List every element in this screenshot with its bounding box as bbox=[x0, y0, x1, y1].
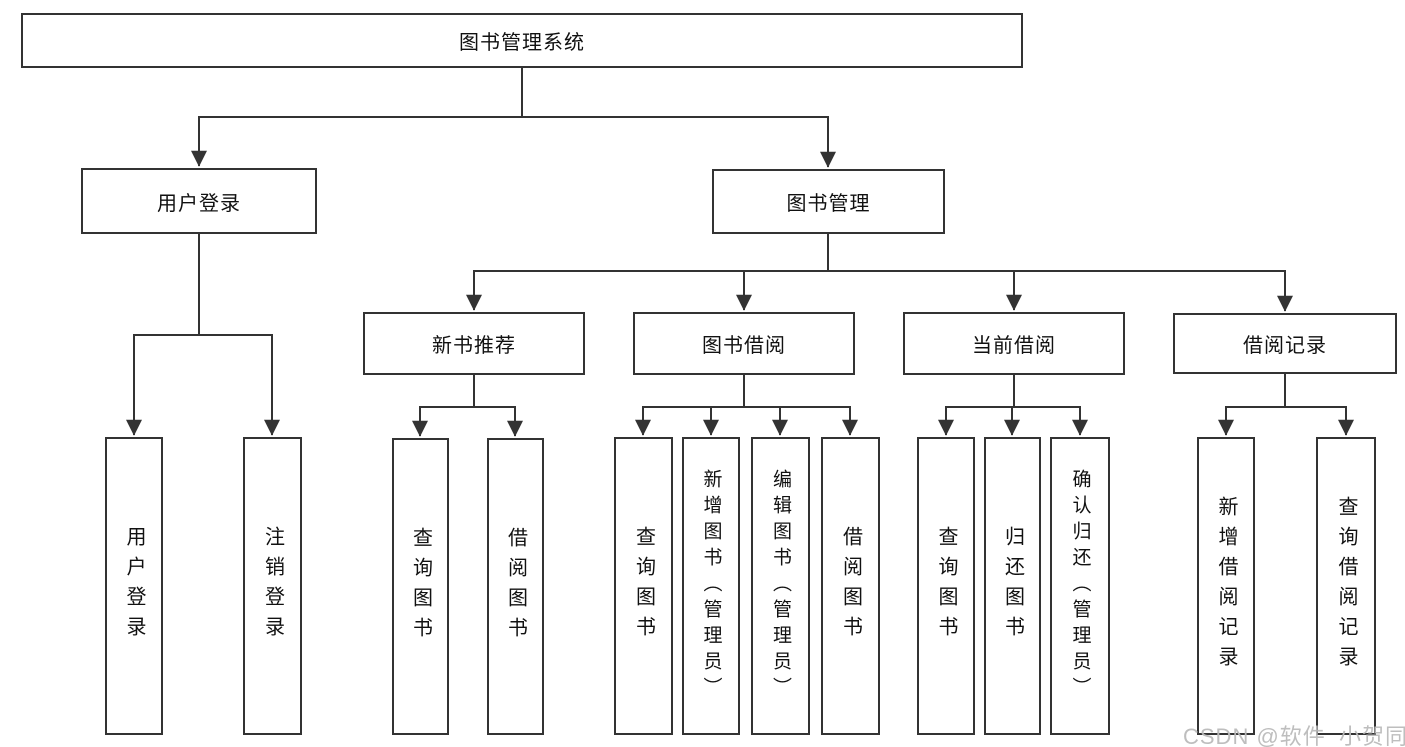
leaf-user-login: 用户登录 bbox=[105, 437, 163, 735]
leaf-bb-borrow-books-label: 借阅图书 bbox=[839, 526, 862, 646]
node-borrow-records-label: 借阅记录 bbox=[1243, 335, 1327, 357]
node-current-borrow: 当前借阅 bbox=[903, 312, 1125, 375]
node-book-borrow-label: 图书借阅 bbox=[702, 335, 786, 357]
leaf-nbr-query-books-label: 查询图书 bbox=[409, 526, 432, 647]
leaf-bb-borrow-books: 借阅图书 bbox=[821, 437, 880, 735]
node-new-book-recommend-label: 新书推荐 bbox=[432, 335, 516, 357]
node-borrow-records: 借阅记录 bbox=[1173, 313, 1397, 374]
node-root-label: 图书管理系统 bbox=[459, 32, 585, 54]
leaf-br-query-borrow-record-label: 查询借阅记录 bbox=[1335, 496, 1357, 676]
leaf-br-query-borrow-record: 查询借阅记录 bbox=[1316, 437, 1376, 735]
leaf-nbr-borrow-books-label: 借阅图书 bbox=[504, 526, 527, 647]
leaf-cb-query-books: 查询图书 bbox=[917, 437, 975, 735]
leaf-cb-confirm-return-admin: 确认归还（管理员） bbox=[1050, 437, 1110, 735]
leaf-bb-query-books-label: 查询图书 bbox=[632, 526, 655, 646]
leaf-cb-query-books-label: 查询图书 bbox=[935, 526, 957, 646]
leaf-logout-label: 注销登录 bbox=[261, 526, 284, 646]
csdn-watermark: CSDN @软件_小贺同学 bbox=[1183, 724, 1405, 747]
leaf-bb-edit-books-admin: 编辑图书（管理员） bbox=[751, 437, 810, 735]
leaf-cb-confirm-return-admin-label: 确认归还（管理员） bbox=[1069, 469, 1091, 703]
node-book-borrow: 图书借阅 bbox=[633, 312, 855, 375]
node-user-login-label: 用户登录 bbox=[157, 192, 241, 215]
leaf-cb-return-books-label: 归还图书 bbox=[1001, 526, 1024, 646]
node-new-book-recommend: 新书推荐 bbox=[363, 312, 585, 375]
leaf-bb-add-books-admin: 新增图书（管理员） bbox=[682, 437, 740, 735]
leaf-nbr-borrow-books: 借阅图书 bbox=[487, 438, 544, 735]
leaf-logout: 注销登录 bbox=[243, 437, 302, 735]
node-current-borrow-label: 当前借阅 bbox=[972, 335, 1056, 357]
leaf-nbr-query-books: 查询图书 bbox=[392, 438, 449, 735]
node-book-management-label: 图书管理 bbox=[786, 193, 871, 215]
leaf-br-add-borrow-record: 新增借阅记录 bbox=[1197, 437, 1255, 735]
node-user-login: 用户登录 bbox=[81, 168, 317, 234]
node-root: 图书管理系统 bbox=[21, 13, 1023, 68]
leaf-cb-return-books: 归还图书 bbox=[984, 437, 1041, 735]
leaf-user-login-label: 用户登录 bbox=[123, 526, 145, 646]
leaf-bb-add-books-admin-label: 新增图书（管理员） bbox=[700, 469, 722, 703]
node-book-management: 图书管理 bbox=[712, 169, 945, 234]
leaf-bb-edit-books-admin-label: 编辑图书（管理员） bbox=[770, 469, 791, 703]
leaf-br-add-borrow-record-label: 新增借阅记录 bbox=[1215, 496, 1237, 676]
leaf-bb-query-books: 查询图书 bbox=[614, 437, 673, 735]
